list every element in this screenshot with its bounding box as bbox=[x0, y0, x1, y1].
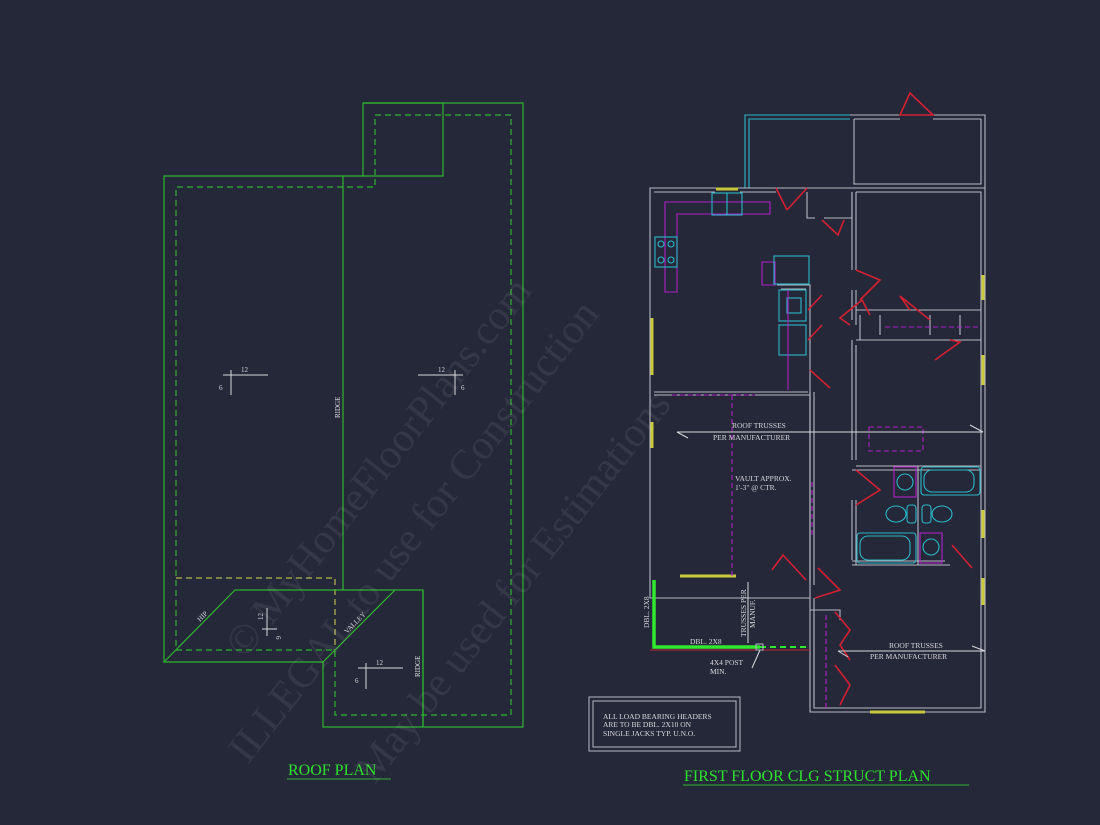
ridge-label: RIDGE bbox=[414, 656, 422, 677]
svg-text:ALL LOAD BEARING HEADERS: ALL LOAD BEARING HEADERS bbox=[603, 712, 712, 721]
interior-wall bbox=[654, 191, 982, 709]
post-label: 4X4 POST bbox=[710, 658, 744, 667]
interior-wall bbox=[851, 340, 981, 471]
roof-dormer-box bbox=[363, 102, 444, 177]
trusses-per-manuf-label: TRUSSES PER bbox=[739, 589, 748, 637]
exterior-wall bbox=[649, 187, 986, 713]
roof-trusses-label: ROOF TRUSSES bbox=[732, 421, 786, 430]
roof-overhang-line bbox=[175, 114, 512, 716]
svg-text:6: 6 bbox=[274, 636, 282, 640]
structural-plan: ROOF TRUSSES PER MANUFACTURER VAULT APPR… bbox=[588, 91, 986, 786]
header-note-box: ALL LOAD BEARING HEADERS ARE TO BE DBL. … bbox=[588, 696, 741, 752]
svg-text:12: 12 bbox=[257, 613, 265, 621]
windows bbox=[650, 187, 985, 714]
cabinet bbox=[761, 261, 776, 286]
roof-plan-title: ROOF PLAN bbox=[288, 762, 377, 779]
vault-label: 1'-3" @ CTR. bbox=[735, 483, 777, 492]
vault-label: VAULT APPROX. bbox=[735, 474, 792, 483]
svg-text:6: 6 bbox=[355, 677, 359, 685]
range bbox=[654, 236, 678, 268]
roof-valley-line bbox=[322, 589, 396, 663]
pitch-symbol: 12 6 bbox=[418, 366, 465, 395]
interior-wall bbox=[851, 192, 857, 325]
dbl-2x8-label: DBL. 2X8 bbox=[690, 637, 722, 646]
svg-text:SINGLE JACKS TYP. U.N.O.: SINGLE JACKS TYP. U.N.O. bbox=[603, 729, 695, 738]
svg-text:12: 12 bbox=[438, 366, 446, 374]
struct-plan-title: FIRST FLOOR CLG STRUCT PLAN bbox=[684, 768, 931, 785]
svg-text:12: 12 bbox=[376, 659, 384, 667]
roof-trusses-label: PER MANUFACTURER bbox=[713, 433, 790, 442]
roof-wall-line bbox=[176, 577, 336, 650]
garage-outline bbox=[850, 114, 986, 188]
interior-wall bbox=[856, 309, 981, 341]
porch-outline bbox=[744, 114, 850, 188]
door-swings bbox=[771, 187, 973, 706]
svg-text:12: 12 bbox=[241, 366, 249, 374]
door-swing bbox=[898, 91, 935, 116]
dryer bbox=[778, 324, 807, 356]
interior-wall bbox=[809, 392, 841, 705]
svg-text:ARE TO BE DBL. 2X10 ON: ARE TO BE DBL. 2X10 ON bbox=[603, 720, 692, 729]
refrigerator bbox=[773, 255, 810, 285]
dbl-2x8-beam bbox=[652, 580, 760, 649]
roof-trusses-label: PER MANUFACTURER bbox=[870, 652, 947, 661]
interior-wall bbox=[777, 284, 811, 580]
attic-access bbox=[868, 426, 924, 452]
post-label: MIN. bbox=[710, 667, 727, 676]
hip-label: HIP bbox=[196, 610, 210, 624]
trusses-per-manuf-label: MANUF. bbox=[748, 600, 757, 628]
svg-text:6: 6 bbox=[219, 384, 223, 392]
interior-wall bbox=[851, 466, 950, 566]
pitch-symbol: 12 6 bbox=[355, 659, 403, 689]
svg-text:6: 6 bbox=[461, 384, 465, 392]
pitch-symbol: 12 6 bbox=[257, 608, 282, 640]
dbl-2x8-label: DBL. 2X8 bbox=[642, 596, 651, 628]
pitch-symbol: 12 6 bbox=[219, 366, 268, 395]
bathroom-fixtures bbox=[856, 466, 981, 564]
roof-trusses-label: ROOF TRUSSES bbox=[889, 641, 943, 650]
washer bbox=[778, 289, 807, 322]
kitchen-counter bbox=[664, 201, 771, 293]
ridge-label: RIDGE bbox=[334, 397, 342, 418]
